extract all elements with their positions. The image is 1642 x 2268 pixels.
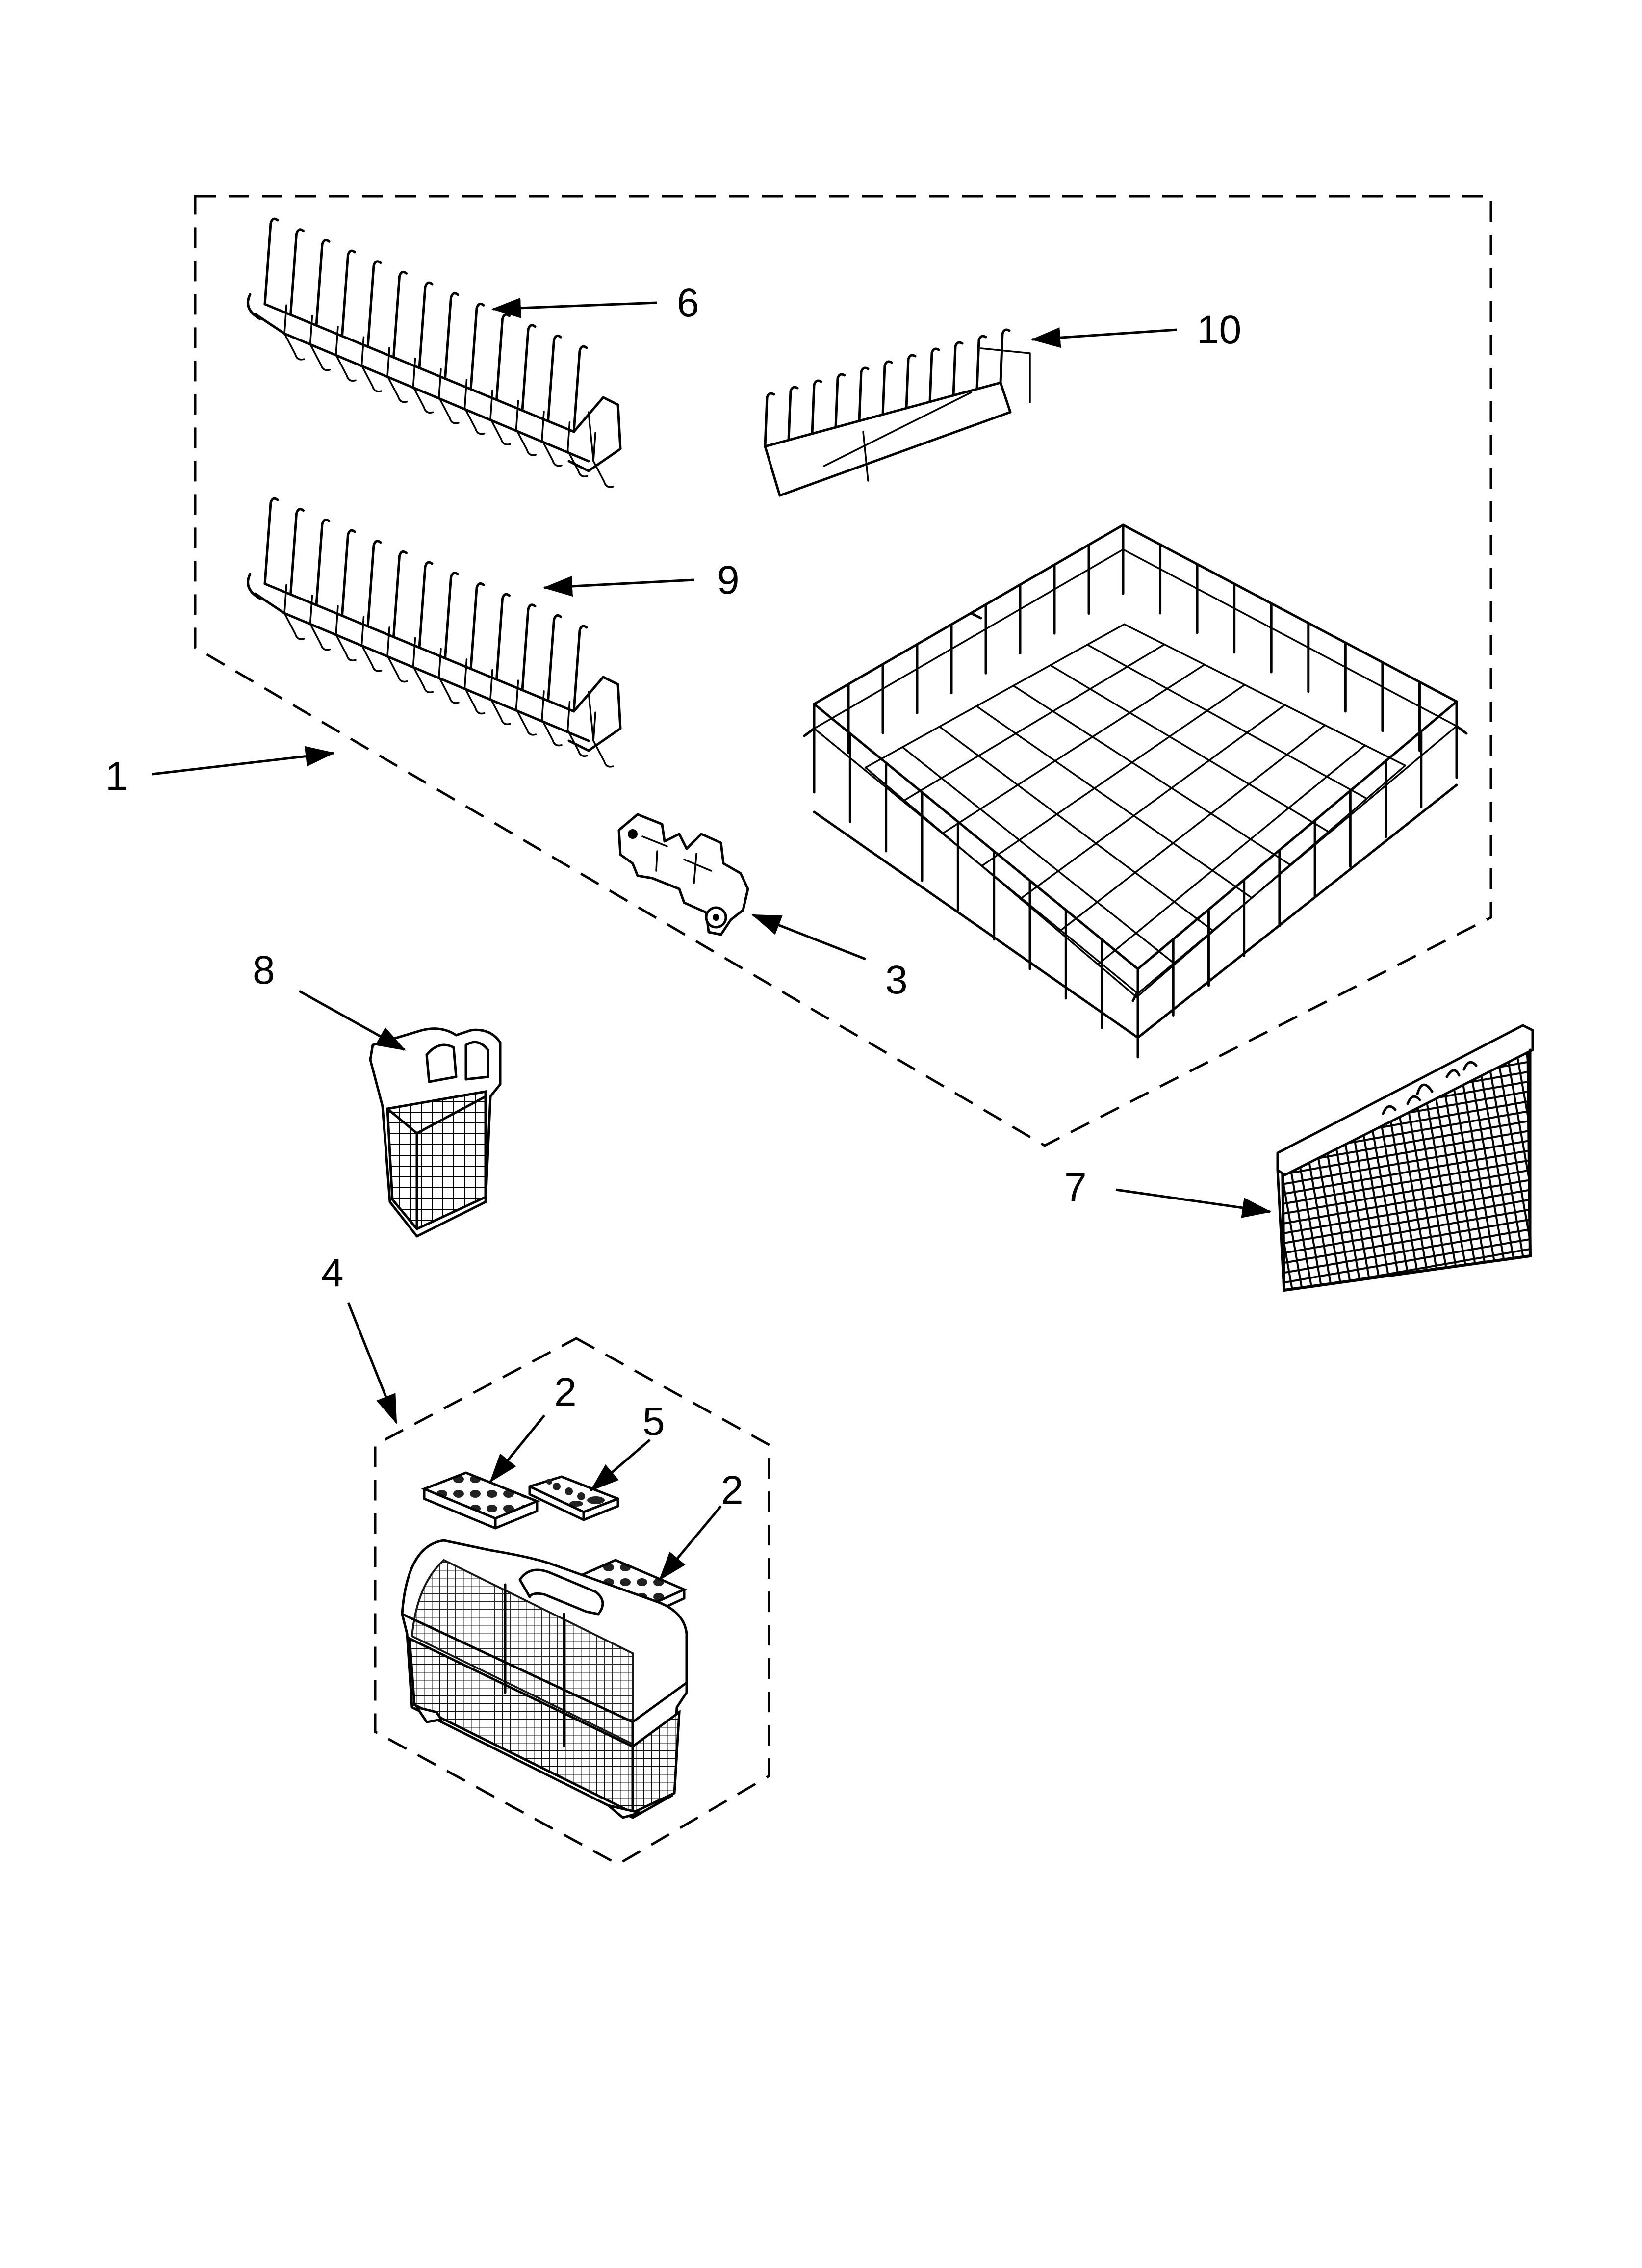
fold-down-tine-row-icon (247, 217, 622, 488)
callout-4: 4 (321, 1251, 344, 1295)
callout-7: 7 (1064, 1165, 1087, 1210)
callout-3: 3 (885, 958, 908, 1002)
callout-8: 8 (253, 948, 275, 992)
silverware-basket-assembly-boundary (374, 1337, 770, 1866)
leader-3 (751, 913, 866, 961)
leader-lines (152, 297, 1272, 1581)
leader-9 (543, 576, 694, 597)
callout-10: 10 (1197, 308, 1241, 352)
lower-dishrack-icon (803, 523, 1468, 1059)
callout-6: 6 (677, 281, 699, 325)
basket-cover-icon (421, 1471, 540, 1530)
rack-assembly-boundary (194, 195, 1492, 1147)
callout-9: 9 (717, 558, 740, 602)
mesh-filter-screen-icon (1276, 1024, 1534, 1292)
leader-4 (347, 1302, 398, 1424)
callout-2-right: 2 (721, 1468, 744, 1512)
leader-6 (491, 297, 658, 318)
leader-10 (1031, 327, 1178, 348)
callout-5: 5 (642, 1399, 665, 1444)
callout-1: 1 (105, 754, 128, 799)
small-cover-icon (528, 1475, 619, 1521)
silverware-basket-icon (401, 1539, 688, 1819)
leader-2a (489, 1414, 545, 1483)
leader-5 (590, 1439, 651, 1491)
short-tine-row-icon (764, 328, 1031, 497)
leader-1 (152, 746, 335, 776)
small-utensil-basket-icon (369, 1027, 502, 1238)
fold-down-tine-row-icon (247, 497, 622, 768)
leader-7 (1115, 1188, 1272, 1218)
rack-wheel-bracket-icon (617, 813, 749, 936)
leader-8 (298, 990, 406, 1051)
leader-2b (659, 1505, 722, 1581)
callout-2-left: 2 (554, 1370, 577, 1414)
callout-labels: 6 10 9 1 3 8 7 4 2 5 2 (105, 281, 1241, 1512)
